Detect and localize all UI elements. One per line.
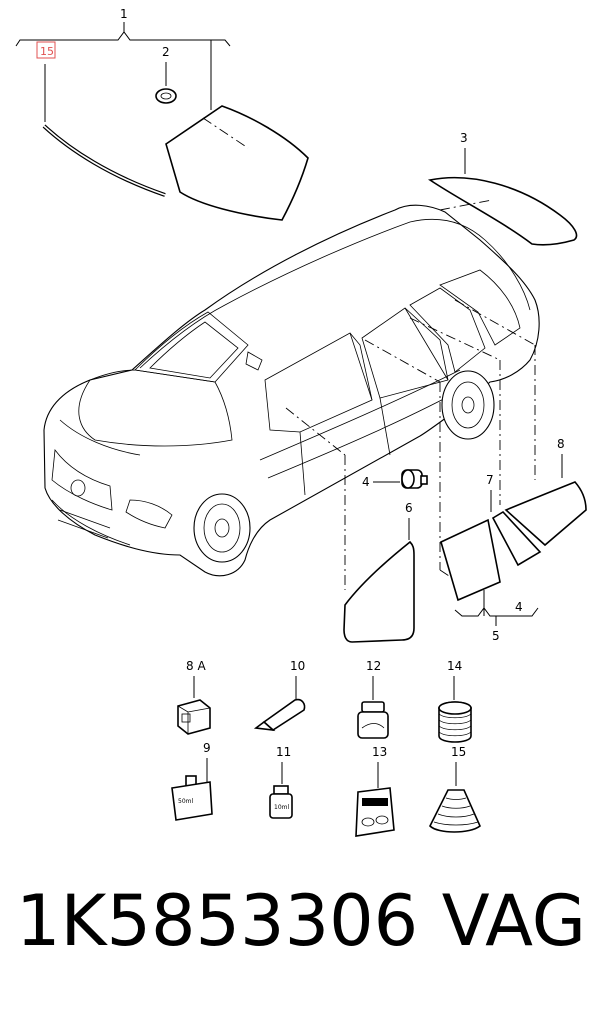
item-8a-box xyxy=(177,699,211,735)
callout-4b: 4 xyxy=(515,600,523,614)
callout-13: 13 xyxy=(372,745,387,759)
item-14-roll xyxy=(438,707,472,743)
item-11-tube xyxy=(269,793,293,819)
callout-8a: 8 A xyxy=(186,659,206,673)
callout-11: 11 xyxy=(276,745,291,759)
callout-14: 14 xyxy=(447,659,462,673)
part-number: 1K5853306 xyxy=(16,880,419,962)
callout-5: 5 xyxy=(492,629,500,643)
windscreen-moulding xyxy=(42,124,166,197)
leader-lines xyxy=(285,299,536,590)
items-5-7-8-glasses: 7 8 4 5 xyxy=(440,437,587,643)
callout-7: 7 xyxy=(486,473,494,487)
item-4-grommet: 4 xyxy=(362,469,428,489)
item-6-side-glass: 6 xyxy=(343,501,415,643)
callout-12: 12 xyxy=(366,659,381,673)
rain-sensor xyxy=(155,88,177,104)
parts-diagram: 15 1 2 3 xyxy=(15,7,587,837)
car-illustration xyxy=(43,204,540,577)
footer: 1K5853306 VAG xyxy=(0,880,600,1000)
car-body xyxy=(43,204,540,577)
rear-window-glass xyxy=(427,176,578,246)
callout-9: 9 xyxy=(203,741,211,755)
callout-8: 8 xyxy=(557,437,565,451)
callout-6: 6 xyxy=(405,501,413,515)
callout-15-highlighted: 15 xyxy=(40,45,54,58)
brand-name: VAG xyxy=(441,880,586,962)
accessories: 8 A 10 12 14 9 50ml 11 10ml xyxy=(171,659,481,837)
item-13-pouch xyxy=(355,787,395,837)
callout-1: 1 xyxy=(120,7,128,21)
glass-7 xyxy=(491,510,542,567)
glass-8 xyxy=(504,481,587,547)
bottle-9-label: 50ml xyxy=(178,798,193,805)
callout-4: 4 xyxy=(362,475,370,489)
item-9-bottle xyxy=(171,781,213,821)
callout-15-box xyxy=(36,41,56,59)
item-12-pot xyxy=(357,711,389,739)
tube-11-label: 10ml xyxy=(274,804,289,811)
item-10-cartridge xyxy=(262,698,306,732)
rear-window-group: 3 xyxy=(427,131,578,246)
callout-3: 3 xyxy=(460,131,468,145)
side-glass-6 xyxy=(343,540,415,643)
item-15-cone xyxy=(429,789,481,833)
callout-2: 2 xyxy=(162,45,170,59)
callout-15: 15 xyxy=(451,745,466,759)
windscreen-glass xyxy=(165,105,309,221)
callout-10: 10 xyxy=(290,659,305,673)
glass-5 xyxy=(440,518,501,602)
windscreen-group: 15 1 2 xyxy=(15,7,309,221)
